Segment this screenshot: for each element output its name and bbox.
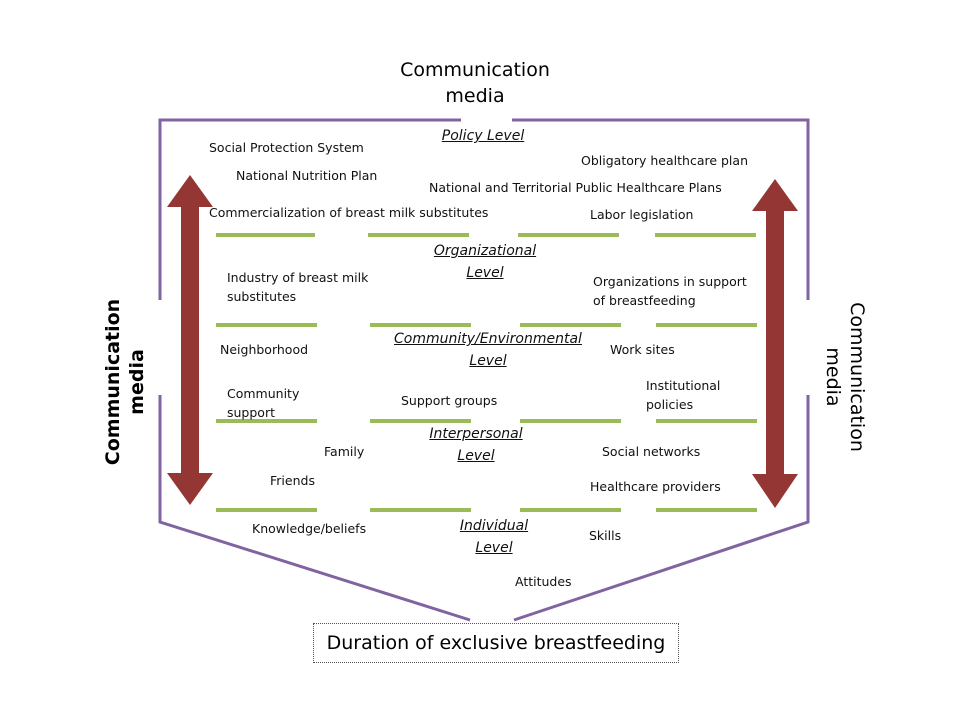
factor-commercialization: Commercialization of breast milk substit… [209,205,489,220]
factor-social-protection: Social Protection System [209,140,364,155]
factor-support-groups: Support groups [401,393,498,408]
level-organizational-line2: Level [466,265,504,281]
frame-bottom-right [513,395,810,622]
factor-attitudes: Attitudes [515,574,572,589]
factor-social-networks: Social networks [602,444,701,459]
level-community-line1: Community/Environmental [394,331,582,347]
factor-community-support-line1: Community [227,386,300,401]
factor-family: Family [324,444,365,459]
left-double-arrow-icon [167,175,213,505]
factor-community-support: Community support [227,384,299,422]
right-double-arrow-icon [752,179,798,508]
frame-bottom-left [158,395,471,622]
frame-top-right [512,118,810,300]
factor-friends: Friends [270,473,315,488]
top-label-line1: Communication [400,59,550,81]
factor-organizations-line2: of breastfeeding [593,293,696,308]
top-label-line2: media [445,85,505,107]
left-label-line2: media [126,349,148,415]
factor-industry-line2: substitutes [227,289,297,304]
factor-community-support-line2: support [227,405,275,420]
level-interpersonal: Interpersonal Level [376,423,576,467]
level-community: Community/Environmental Level [368,328,608,372]
level-interpersonal-line2: Level [457,448,495,464]
factor-skills: Skills [589,528,622,543]
level-organizational: Organizational Level [385,240,585,284]
dividers [216,233,757,512]
factor-institutional-line2: policies [646,397,694,412]
factor-work-sites: Work sites [610,342,675,357]
factor-industry: Industry of breast milk substitutes [227,268,368,306]
factor-institutional: Institutional policies [646,376,720,414]
factor-knowledge: Knowledge/beliefs [252,521,367,536]
level-organizational-line1: Organizational [433,243,537,259]
outcome-box: Duration of exclusive breastfeeding [313,623,679,663]
factor-obligatory-plan: Obligatory healthcare plan [581,153,748,168]
factor-public-plans: National and Territorial Public Healthca… [429,180,722,195]
factor-organizations: Organizations in support of breastfeedin… [593,272,747,310]
level-interpersonal-line1: Interpersonal [429,426,523,442]
factor-labor: Labor legislation [590,207,694,222]
factor-nutrition-plan: National Nutrition Plan [236,168,378,183]
right-label: Communication media [821,302,869,452]
frame [158,118,810,622]
level-community-line2: Level [469,353,507,369]
level-individual: Individual Level [394,515,594,559]
frame-top-left [158,118,461,300]
factor-industry-line1: Industry of breast milk [227,270,369,285]
right-label-line2: media [822,347,844,407]
level-policy: Policy Level [441,128,525,144]
left-label-line1: Communication [102,298,124,466]
right-label-line1: Communication [846,302,868,452]
top-label: Communication media [375,57,575,109]
level-individual-line2: Level [475,540,513,556]
factor-neighborhood: Neighborhood [220,342,309,357]
factor-organizations-line1: Organizations in support [593,274,747,289]
factor-institutional-line1: Institutional [646,378,721,393]
level-individual-line1: Individual [459,518,529,534]
factor-healthcare-providers: Healthcare providers [590,479,721,494]
left-label: Communication media [101,299,149,465]
